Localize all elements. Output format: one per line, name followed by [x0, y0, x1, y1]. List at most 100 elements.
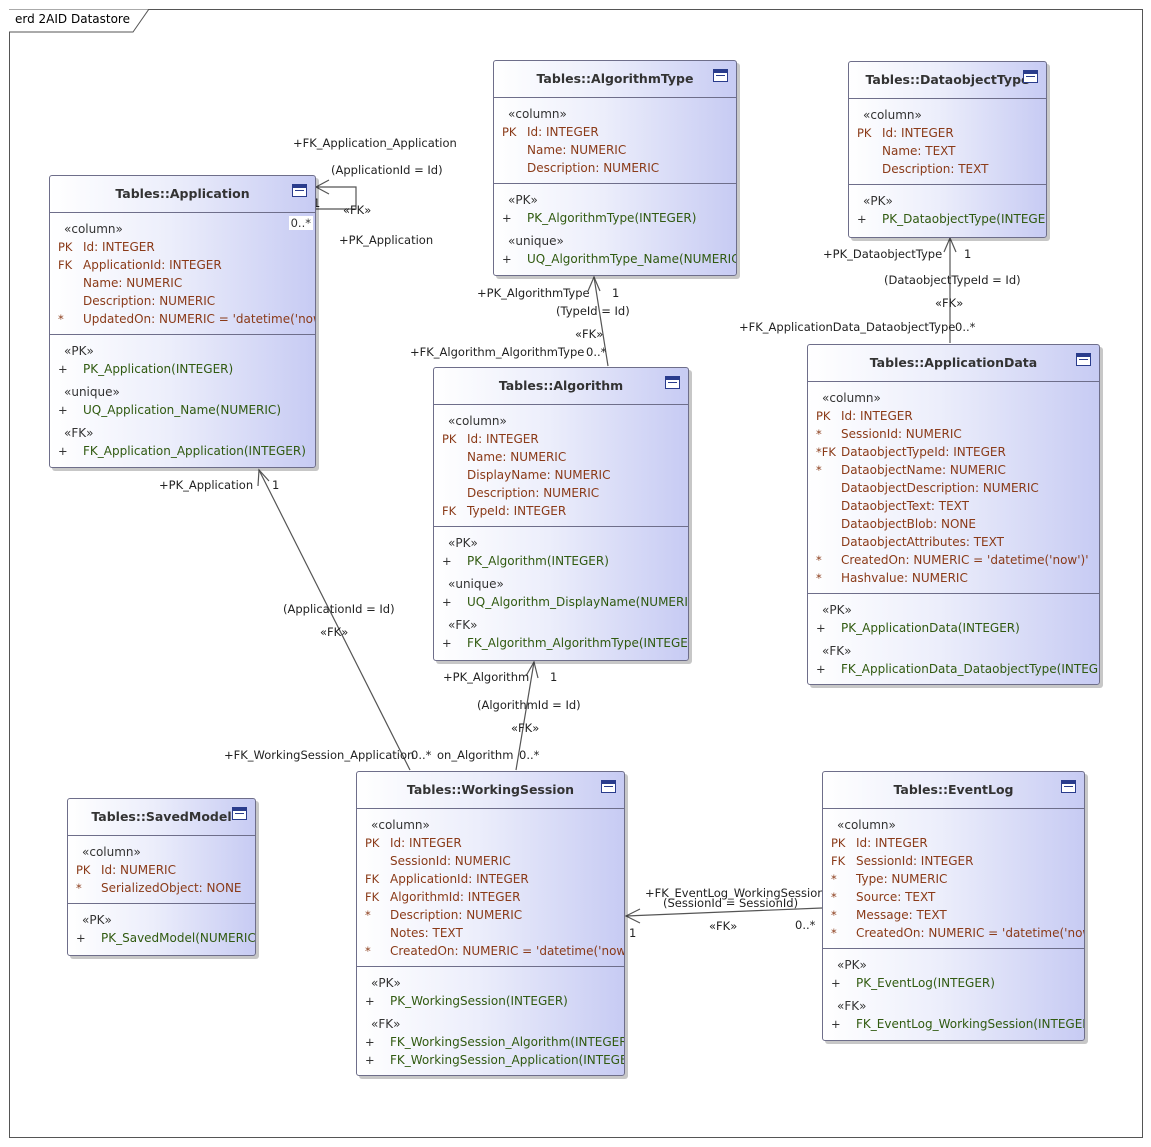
column-row[interactable]: *Source: TEXT [823, 888, 1084, 906]
column-row[interactable]: Name: NUMERIC [494, 141, 736, 159]
table-header: Tables::SavedModel [68, 799, 255, 836]
self-many-label: 0..* [288, 216, 313, 230]
row-prefix: * [365, 944, 371, 958]
column-row[interactable]: DataobjectText: TEXT [808, 497, 1099, 515]
column-row[interactable]: DataobjectDescription: NUMERIC [808, 479, 1099, 497]
row-prefix: + [365, 994, 375, 1008]
operation-row[interactable]: +FK_WorkingSession_Algorithm(INTEGER) [357, 1033, 624, 1051]
column-row[interactable]: *Type: NUMERIC [823, 870, 1084, 888]
column-row[interactable]: Description: NUMERIC [494, 159, 736, 177]
row-text: DataobjectTypeId: INTEGER [841, 445, 1006, 459]
column-row[interactable]: FK AlgorithmId: INTEGER [357, 888, 624, 906]
row-text: PK_EventLog(INTEGER) [856, 976, 995, 990]
column-row[interactable]: Description: NUMERIC [50, 292, 315, 310]
column-row[interactable]: *UpdatedOn: NUMERIC = 'datetime('now')' [50, 310, 315, 328]
row-text: CreatedOn: NUMERIC = 'datetime('now')' [390, 944, 625, 958]
row-text: PK_ApplicationData(INTEGER) [841, 621, 1020, 635]
column-row[interactable]: Name: NUMERIC [50, 274, 315, 292]
operation-row[interactable]: +FK_Application_Application(INTEGER) [50, 442, 315, 460]
app-fk-arrow [257, 468, 270, 487]
operation-row[interactable]: + FK_ApplicationData_DataobjectType(INTEG… [808, 660, 1099, 678]
row-text: FK_ApplicationData_DataobjectType(INTEGE… [841, 662, 1100, 676]
operation-row[interactable]: +UQ_Application_Name(NUMERIC) [50, 401, 315, 419]
column-row[interactable]: *SerializedObject: NONE [68, 879, 255, 897]
operation-row[interactable]: +UQ_Algorithm_DisplayName(NUMERIC) [434, 593, 688, 611]
column-row[interactable]: *DataobjectName: NUMERIC [808, 461, 1099, 479]
row-text: Id: INTEGER [882, 126, 954, 140]
stereotype-label: «unique» [508, 234, 564, 248]
column-row[interactable]: SessionId: NUMERIC [357, 852, 624, 870]
operation-row[interactable]: +PK_Algorithm(INTEGER) [434, 552, 688, 570]
column-row[interactable]: *SessionId: NUMERIC [808, 425, 1099, 443]
column-row[interactable]: * CreatedOn: NUMERIC = 'datetime('now')' [357, 942, 624, 960]
column-row[interactable]: *Description: NUMERIC [357, 906, 624, 924]
ev-fk-arrow [624, 908, 641, 924]
stereotype-label: «PK» [508, 193, 538, 207]
table-title: Tables::SavedModel [91, 809, 232, 824]
operation-row[interactable]: +UQ_AlgorithmType_Name(NUMERIC) [494, 250, 736, 268]
row-text: Id: NUMERIC [101, 863, 176, 877]
operation-row[interactable]: +PK_DataobjectType(INTEGER) [849, 210, 1046, 228]
row-prefix: + [365, 1035, 375, 1049]
self-fk-role-label: +FK_Application_Application [293, 136, 457, 150]
table-icon [1023, 70, 1038, 83]
column-row[interactable]: Description: NUMERIC [434, 484, 688, 502]
row-prefix: FK [365, 872, 380, 886]
row-prefix: FK [365, 890, 380, 904]
column-row[interactable]: Notes: TEXT [357, 924, 624, 942]
column-row[interactable]: *Hashvalue: NUMERIC [808, 569, 1099, 587]
column-row[interactable]: *CreatedOn: NUMERIC = 'datetime('now')' [823, 924, 1084, 942]
operation-row[interactable]: +PK_Application(INTEGER) [50, 360, 315, 378]
stereotype-label: «column» [863, 108, 922, 122]
alg-fk-line [515, 661, 535, 771]
column-row[interactable]: DataobjectBlob: NONE [808, 515, 1099, 533]
alg-one-label: 1 [550, 670, 558, 684]
operation-row[interactable]: +PK_AlgorithmType(INTEGER) [494, 209, 736, 227]
operation-row[interactable]: +PK_SavedModel(NUMERIC) [68, 929, 255, 947]
column-row[interactable]: DisplayName: NUMERIC [434, 466, 688, 484]
app-one-label: 1 [272, 478, 280, 492]
column-row[interactable]: Description: TEXT [849, 160, 1046, 178]
operation-row[interactable]: +PK_WorkingSession(INTEGER) [357, 992, 624, 1010]
operation-row[interactable]: +FK_EventLog_WorkingSession(INTEGER) [823, 1015, 1084, 1033]
dtype-one-label: 1 [964, 247, 972, 261]
column-row[interactable]: DataobjectAttributes: TEXT [808, 533, 1099, 551]
column-row[interactable]: *CreatedOn: NUMERIC = 'datetime('now')' [808, 551, 1099, 569]
row-text: TypeId: INTEGER [467, 504, 567, 518]
operations-section: «PK» +PK_AlgorithmType(INTEGER) «unique» +U… [494, 183, 736, 274]
column-row[interactable]: Name: NUMERIC [434, 448, 688, 466]
stereotype-label: «unique» [448, 577, 504, 591]
operation-row[interactable]: +PK_ApplicationData(INTEGER) [808, 619, 1099, 637]
row-text: Description: NUMERIC [390, 908, 523, 922]
row-text: AlgorithmId: INTEGER [390, 890, 521, 904]
operation-row[interactable]: +FK_Algorithm_AlgorithmType(INTEGER) [434, 634, 688, 652]
column-row[interactable]: *Message: TEXT [823, 906, 1084, 924]
row-prefix: + [816, 662, 826, 676]
operation-row[interactable]: +PK_EventLog(INTEGER) [823, 974, 1084, 992]
operation-row[interactable]: +FK_WorkingSession_Application(INTEGER) [357, 1051, 624, 1069]
column-row[interactable]: Name: TEXT [849, 142, 1046, 160]
self-fk-join-label: (ApplicationId = Id) [331, 163, 443, 177]
